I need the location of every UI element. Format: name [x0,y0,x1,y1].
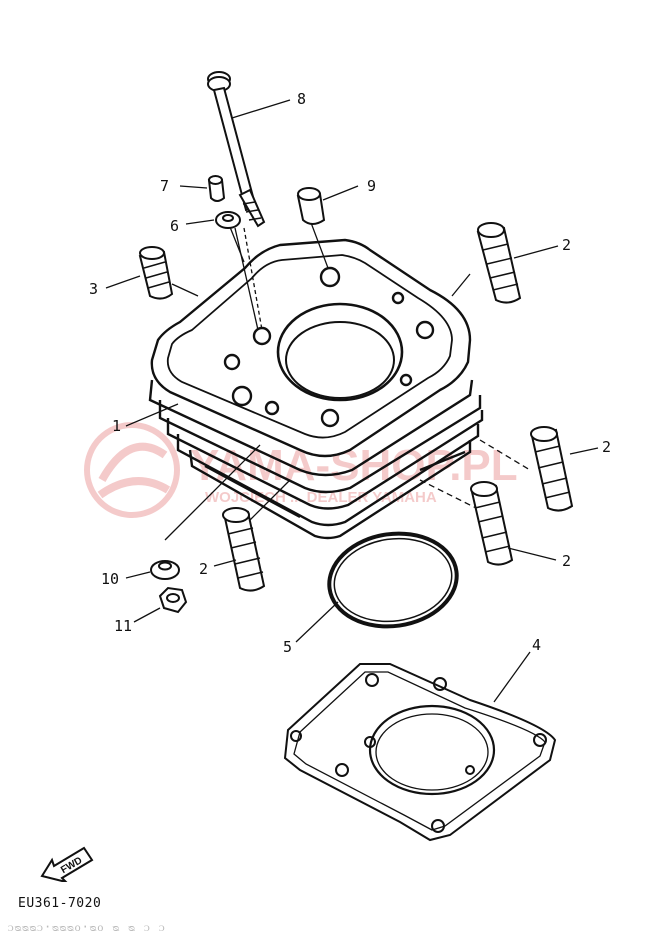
o-ring [327,531,459,629]
stud-bolt-2-left [222,507,266,592]
label-6: 6 [170,217,179,235]
washer-10 [150,560,180,580]
watermark-tagline: WOJCIECH ... DEALER YAMAHA [205,489,437,506]
label-8: 8 [297,90,306,108]
label-2-b: 2 [602,438,611,456]
stud-bolt-2-lower-right [470,481,514,566]
label-4: 4 [532,636,541,654]
stud-bolt-3 [138,246,174,300]
label-7: 7 [160,177,169,195]
stud-bolt-2-top-right [476,222,522,304]
cylinder-block [148,238,484,540]
label-2-c: 2 [562,552,571,570]
label-11: 11 [114,617,132,635]
label-2-d: 2 [199,560,208,578]
label-10: 10 [101,570,119,588]
cylinder-gasket [283,663,557,842]
dowel-pin-7 [207,175,226,202]
label-3: 3 [89,280,98,298]
through-bolt [207,71,266,228]
dowel-pin-9 [296,187,326,225]
washer-6 [215,211,241,229]
forward-arrow-icon: FWD [40,846,94,882]
nut-11 [158,586,188,614]
figure-code: EU361-7020 [18,896,102,911]
leader-lines [164,219,531,541]
label-1: 1 [112,417,121,435]
bottom-strip-text: ᴐᴓᴓᴓᴐ·ᴓᴓᴓᴏ·ᴓᴏ ᴓ ᴓ ᴐ ᴐ [8,920,166,934]
label-2-a: 2 [562,236,571,254]
stud-bolt-2-mid-right [530,426,574,512]
label-leaders [105,99,599,703]
watermark: YAMA-SHOP.PL WOJCIECH ... DEALER YAMAHA [84,422,518,518]
label-5: 5 [283,638,292,656]
label-9: 9 [367,177,376,195]
watermark-brand: YAMA-SHOP.PL [190,441,518,490]
